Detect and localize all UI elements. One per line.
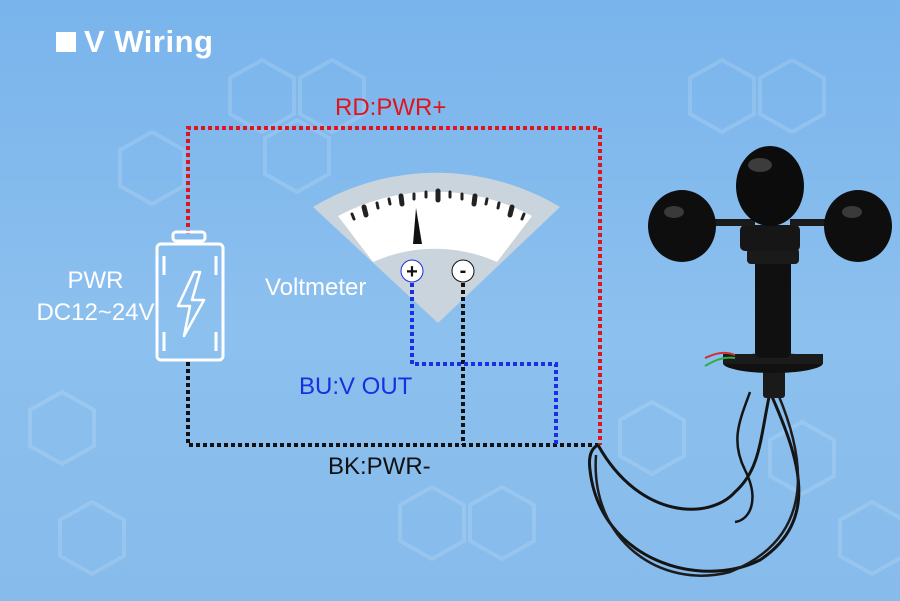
- title-square-icon: [56, 32, 76, 52]
- power-label-line1: PWR: [67, 267, 124, 294]
- svg-text:-: -: [460, 260, 467, 282]
- terminal-plus: +: [400, 259, 424, 283]
- power-label-line2: DC12~24V: [36, 299, 155, 326]
- svg-text:+: +: [406, 261, 418, 283]
- black-wire-label: BK:PWR-: [328, 453, 431, 480]
- meter-needle-icon: [413, 208, 422, 244]
- meter-scale-ticks: [350, 188, 526, 221]
- battery-lightning-icon: [155, 230, 225, 362]
- voltmeter-label: Voltmeter: [265, 274, 367, 301]
- terminal-minus: -: [451, 259, 475, 283]
- anemometer-sensor-icon: [588, 146, 892, 577]
- voltmeter: [313, 172, 560, 323]
- blue-wire-label: BU:V OUT: [299, 373, 413, 400]
- black-wire: [186, 283, 598, 447]
- red-wire-label: RD:PWR+: [335, 94, 447, 121]
- red-wire: [186, 126, 602, 445]
- diagram-title: V Wiring: [56, 24, 213, 60]
- title-text: V Wiring: [84, 24, 214, 59]
- power-supply-label: PWR DC12~24V: [18, 265, 173, 329]
